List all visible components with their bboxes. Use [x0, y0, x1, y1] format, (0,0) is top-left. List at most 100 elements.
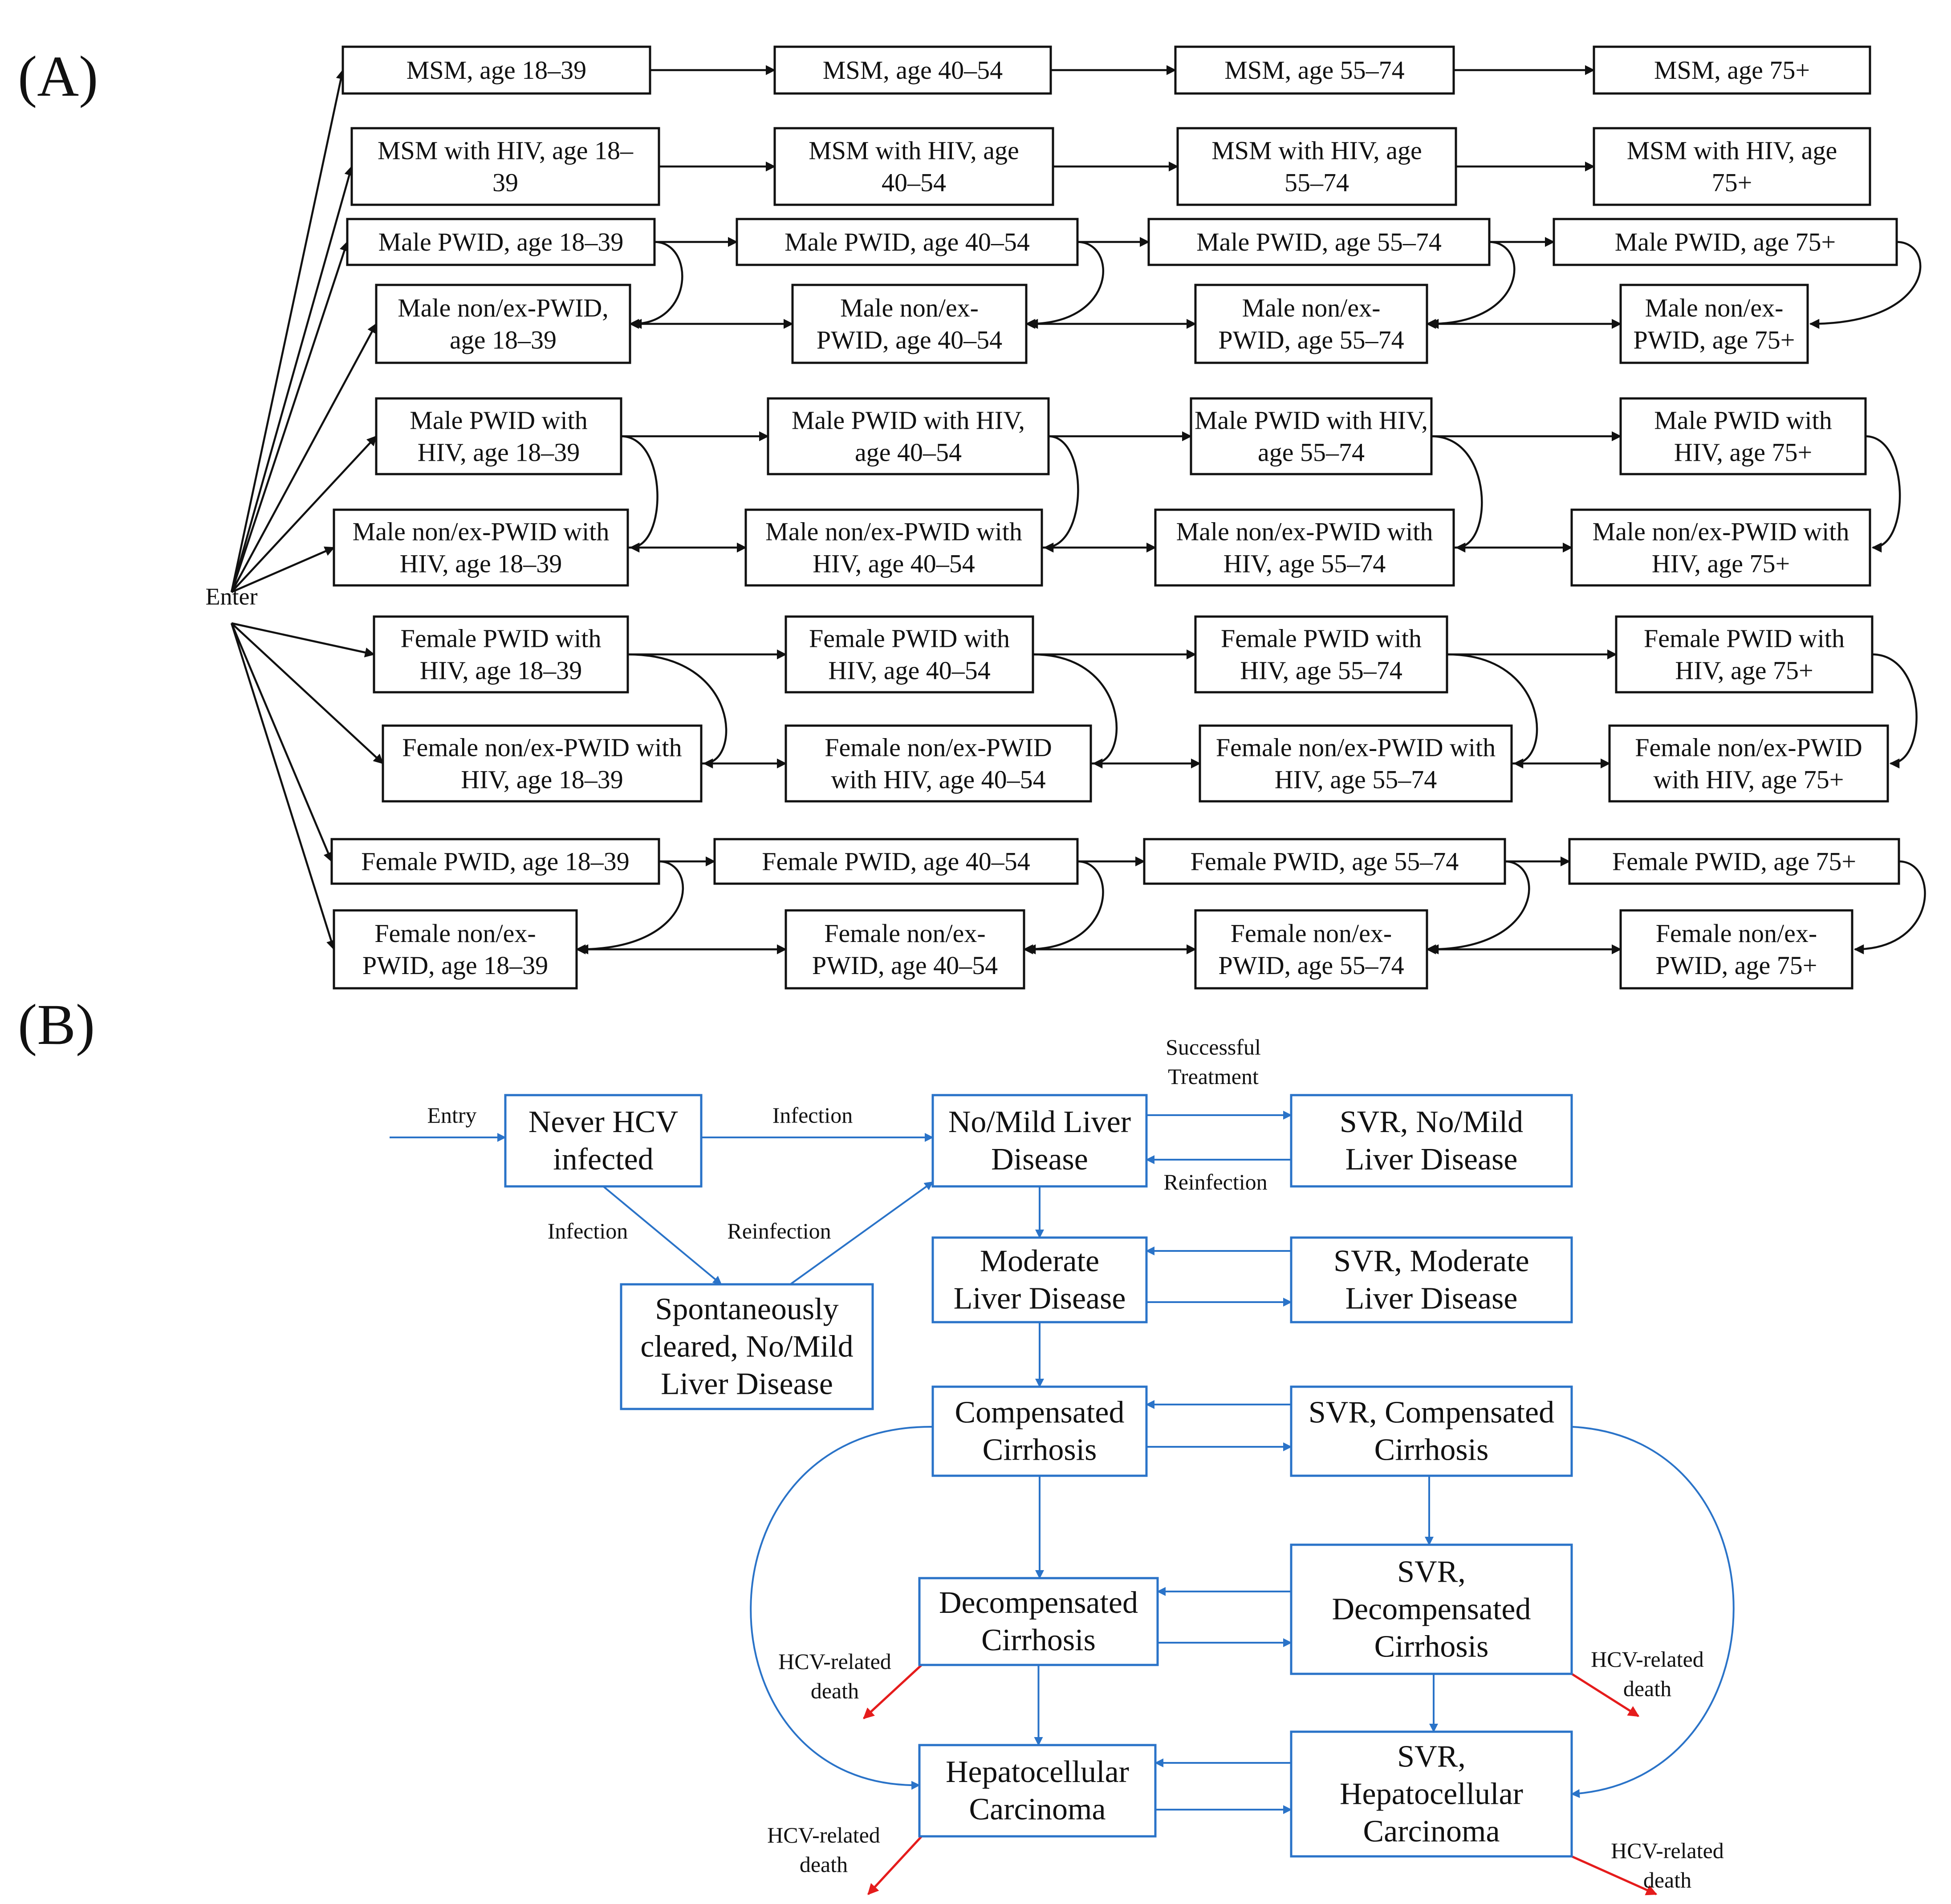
pwid-cessation-arrow [1872, 653, 1918, 769]
compartment-label: Female non/ex- [1231, 919, 1392, 948]
compartment-label: HIV, age 75+ [1675, 656, 1813, 685]
compartment-label: HIV, age 40–54 [828, 656, 991, 685]
state-label: Liver Disease [1345, 1282, 1518, 1316]
pwid-cessation-arrow [627, 653, 728, 769]
death-arrow [1571, 1855, 1658, 1896]
pwid-cessation-arrow [1028, 241, 1105, 329]
compartment-box [1194, 284, 1428, 364]
state-label: Spontaneously [655, 1292, 838, 1327]
panel-b-transitions [390, 1111, 1735, 1896]
compartment-label: Female PWID with [400, 624, 601, 653]
compartment-box [1619, 284, 1809, 364]
compartment-box [1568, 838, 1900, 885]
compartment-box [330, 838, 660, 885]
compartment-label: Male non/ex-PWID, [398, 293, 609, 322]
pwid-cessation-arrow [578, 860, 684, 954]
pwid-cessation-arrow [1025, 860, 1104, 954]
compartment-label: HIV, age 75+ [1652, 549, 1790, 578]
compartment-label: PWID, age 18–39 [362, 951, 548, 980]
compartment-label: Female PWID with [1644, 624, 1845, 653]
death-label: HCV-related [778, 1649, 891, 1674]
compartment-label: Female non/ex- [824, 919, 985, 948]
compartment-box [1154, 508, 1455, 587]
state-label: Hepatocellular [1340, 1777, 1523, 1811]
compartment-label: Male non/ex-PWID with [765, 517, 1022, 546]
death-label: HCV-related [1591, 1647, 1704, 1672]
state-box-hcc [918, 1744, 1157, 1838]
compartment-label: Male PWID, age 18–39 [378, 227, 624, 256]
compartment-box [773, 127, 1054, 206]
compartment-box [1143, 838, 1506, 885]
compartment-label: Male PWID with [410, 406, 588, 435]
state-label: cleared, No/Mild [640, 1330, 853, 1364]
pwid-cessation-arrow [1853, 860, 1926, 954]
compartment-box [373, 615, 629, 694]
compartment-box [1194, 615, 1448, 694]
state-box-svr-hcc [1290, 1730, 1573, 1858]
compartment-label: PWID, age 55–74 [1218, 951, 1404, 980]
death-label: death [800, 1852, 848, 1877]
compartment-label: Male PWID with [1654, 406, 1832, 435]
state-box-spont [620, 1283, 874, 1410]
compartment-label: PWID, age 40–54 [812, 951, 998, 980]
state-label: Decompensated [1332, 1592, 1531, 1627]
state-label: Liver Disease [1345, 1142, 1518, 1177]
death-label: death [1623, 1676, 1671, 1701]
compartment-label: Female non/ex-PWID with [1216, 733, 1496, 762]
compartment-label: HIV, age 18–39 [461, 765, 623, 794]
compartment-label: Male non/ex-PWID with [353, 517, 610, 546]
pwid-cessation-arrow [621, 435, 658, 553]
state-box-decomp [918, 1577, 1159, 1666]
state-label: Hepatocellular [946, 1755, 1129, 1789]
state-label: Cirrhosis [983, 1433, 1097, 1467]
compartment-box [1570, 508, 1871, 587]
compartment-box [736, 218, 1079, 266]
compartment-box [375, 284, 631, 364]
compartment-label: HIV, age 18–39 [418, 438, 580, 467]
compartment-label: MSM with HIV, age [809, 136, 1019, 165]
state-box-svr-mod [1290, 1236, 1573, 1323]
compartment-label: Female PWID with [1221, 624, 1422, 653]
compartment-label: 40–54 [882, 168, 946, 197]
pwid-cessation-arrow [1447, 653, 1538, 769]
compartment-box [1619, 397, 1867, 475]
entry-label: Entry [427, 1103, 476, 1128]
compartment-label: age 18–39 [450, 325, 557, 354]
state-box-moderate [931, 1236, 1148, 1323]
compartment-label: Female PWID with [809, 624, 1010, 653]
entry-arrow [230, 623, 336, 950]
death-arrow [1571, 1673, 1640, 1717]
pwid-cessation-arrow [1431, 435, 1483, 553]
compartment-label: Female non/ex-PWID [1635, 733, 1862, 762]
state-label: Cirrhosis [1374, 1433, 1489, 1467]
compartment-label: Female PWID, age 18–39 [361, 847, 629, 876]
state-box-svr-comp [1290, 1385, 1573, 1477]
compartment-label: Female PWID, age 75+ [1612, 847, 1856, 876]
state-label: Liver Disease [954, 1282, 1126, 1316]
state-label: Never HCV [528, 1105, 678, 1139]
compartment-label: PWID, age 75+ [1656, 951, 1817, 980]
compartment-label: MSM, age 18–39 [406, 56, 586, 85]
compartment-label: age 40–54 [855, 438, 962, 467]
compartment-label: with HIV, age 40–54 [831, 765, 1045, 794]
compartment-box [1608, 724, 1889, 803]
entry-arrow [231, 546, 335, 593]
entry-arrow [231, 622, 375, 658]
pwid-cessation-arrow [1428, 241, 1516, 329]
reinfection-label: Reinfection [727, 1218, 831, 1243]
compartment-box [784, 909, 1025, 990]
compartment-box [333, 508, 629, 587]
panel-b-label: (B) [18, 993, 95, 1057]
compartment-label: Male non/ex-PWID with [1176, 517, 1433, 546]
compartment-label: Male non/ex- [1242, 293, 1381, 322]
compartment-box [1615, 615, 1874, 694]
death-arrow [863, 1664, 923, 1719]
state-box-never [504, 1094, 703, 1188]
state-label: Moderate [980, 1244, 1099, 1279]
compartment-label: PWID, age 40–54 [817, 325, 1002, 354]
reinfection-label: Reinfection [1163, 1169, 1267, 1194]
compartment-label: MSM, age 55–74 [1224, 56, 1404, 85]
